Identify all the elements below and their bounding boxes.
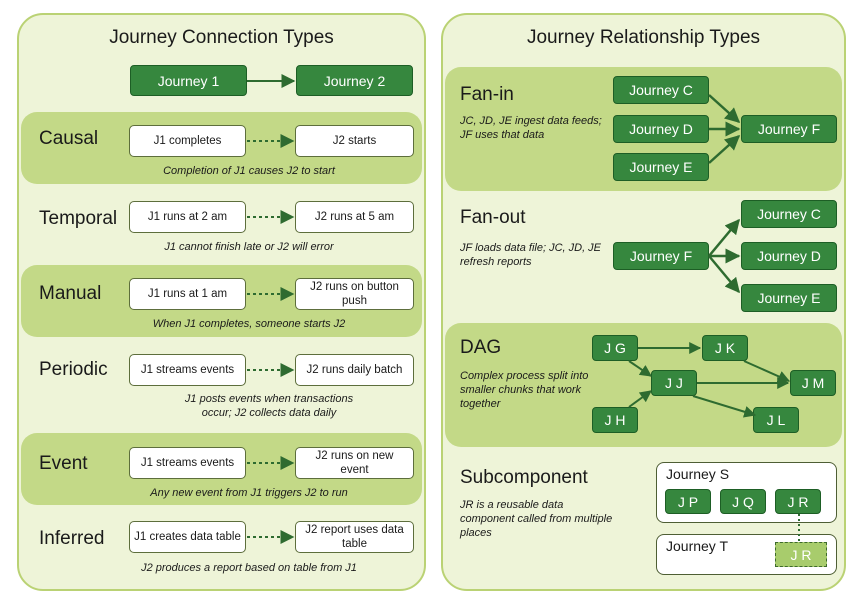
temporal-label: Temporal	[39, 208, 118, 229]
inferred-from-box: J1 creates data table	[129, 521, 246, 553]
fan-out-label: Fan-out	[460, 207, 526, 228]
fan-in-journey-f: Journey F	[741, 115, 837, 143]
journey-2-node: Journey 2	[296, 65, 413, 96]
connection-types-panel: Journey Connection Types Journey 1 Journ…	[17, 13, 426, 591]
fan-in-journey-c: Journey C	[613, 76, 709, 104]
fan-out-desc: JF loads data file; JC, JD, JE refresh r…	[460, 242, 602, 268]
relationship-arrows	[628, 94, 800, 542]
causal-label: Causal	[39, 128, 99, 149]
periodic-to-box: J2 runs daily batch	[295, 354, 414, 386]
journey-s-title: Journey S	[666, 466, 730, 482]
journey-1-node: Journey 1	[130, 65, 247, 96]
sub-node-jr-ghost: J R	[775, 542, 827, 567]
dag-node-jh: J H	[592, 407, 638, 433]
relationship-types-title: Journey Relationship Types	[526, 27, 761, 48]
periodic-label: Periodic	[39, 359, 108, 380]
connection-arrows	[247, 74, 296, 544]
causal-note: Completion of J1 causes J2 to start	[163, 165, 335, 177]
fan-in-journey-e: Journey E	[613, 153, 709, 181]
relationship-types-panel: Journey Relationship Types Fan-in JC, JD…	[441, 13, 846, 591]
dag-arrow-g-j	[628, 360, 652, 377]
event-note: Any new event from J1 triggers J2 to run	[150, 487, 348, 499]
dag-arrow-h-j	[628, 390, 652, 408]
inferred-note: J2 produces a report based on table from…	[141, 562, 357, 574]
subcomponent-desc: JR is a reusable data component called f…	[460, 499, 613, 539]
periodic-note: J1 posts events when transactions occur;…	[184, 393, 354, 419]
sub-node-jp: J P	[665, 489, 711, 514]
fan-out-journey-c: Journey C	[741, 200, 837, 228]
dag-arrow-k-m	[743, 360, 791, 383]
manual-to-box: J2 runs on button push	[295, 278, 414, 310]
event-to-box: J2 runs on new event	[295, 447, 414, 479]
fan-out-arrow-c	[708, 218, 740, 257]
connection-types-title: Journey Connection Types	[109, 27, 334, 48]
causal-from-box: J1 completes	[129, 125, 246, 157]
temporal-to-box: J2 runs at 5 am	[295, 201, 414, 233]
fan-in-desc: JC, JD, JE ingest data feeds; JF uses th…	[460, 115, 602, 141]
dag-node-jj: J J	[651, 370, 697, 396]
manual-from-box: J1 runs at 1 am	[129, 278, 246, 310]
fan-out-journey-e: Journey E	[741, 284, 837, 312]
inferred-label: Inferred	[39, 528, 105, 549]
temporal-from-box: J1 runs at 2 am	[129, 201, 246, 233]
manual-label: Manual	[39, 283, 102, 304]
fan-out-journey-f: Journey F	[613, 242, 709, 270]
sub-node-jq: J Q	[720, 489, 766, 514]
event-label: Event	[39, 453, 88, 474]
dag-label: DAG	[460, 337, 502, 358]
fan-in-arrow-c	[708, 94, 741, 124]
fan-in-label: Fan-in	[460, 84, 514, 105]
journey-t-title: Journey T	[666, 538, 728, 554]
fan-out-journey-d: Journey D	[741, 242, 837, 270]
fan-in-arrow-e	[708, 134, 741, 164]
dag-node-jl: J L	[753, 407, 799, 433]
fan-in-journey-d: Journey D	[613, 115, 709, 143]
periodic-from-box: J1 streams events	[129, 354, 246, 386]
dag-desc: Complex process split into smaller chunk…	[460, 370, 589, 410]
inferred-to-box: J2 report uses data table	[295, 521, 414, 553]
dag-node-jm: J M	[790, 370, 836, 396]
causal-to-box: J2 starts	[295, 125, 414, 157]
subcomponent-label: Subcomponent	[460, 467, 588, 488]
dag-node-jk: J K	[702, 335, 748, 361]
event-from-box: J1 streams events	[129, 447, 246, 479]
manual-note: When J1 completes, someone starts J2	[152, 318, 346, 330]
dag-arrow-j-l	[692, 395, 757, 418]
fan-out-arrow-e	[708, 255, 740, 294]
temporal-note: J1 cannot finish late or J2 will error	[164, 241, 334, 253]
sub-node-jr: J R	[775, 489, 821, 514]
dag-node-jg: J G	[592, 335, 638, 361]
